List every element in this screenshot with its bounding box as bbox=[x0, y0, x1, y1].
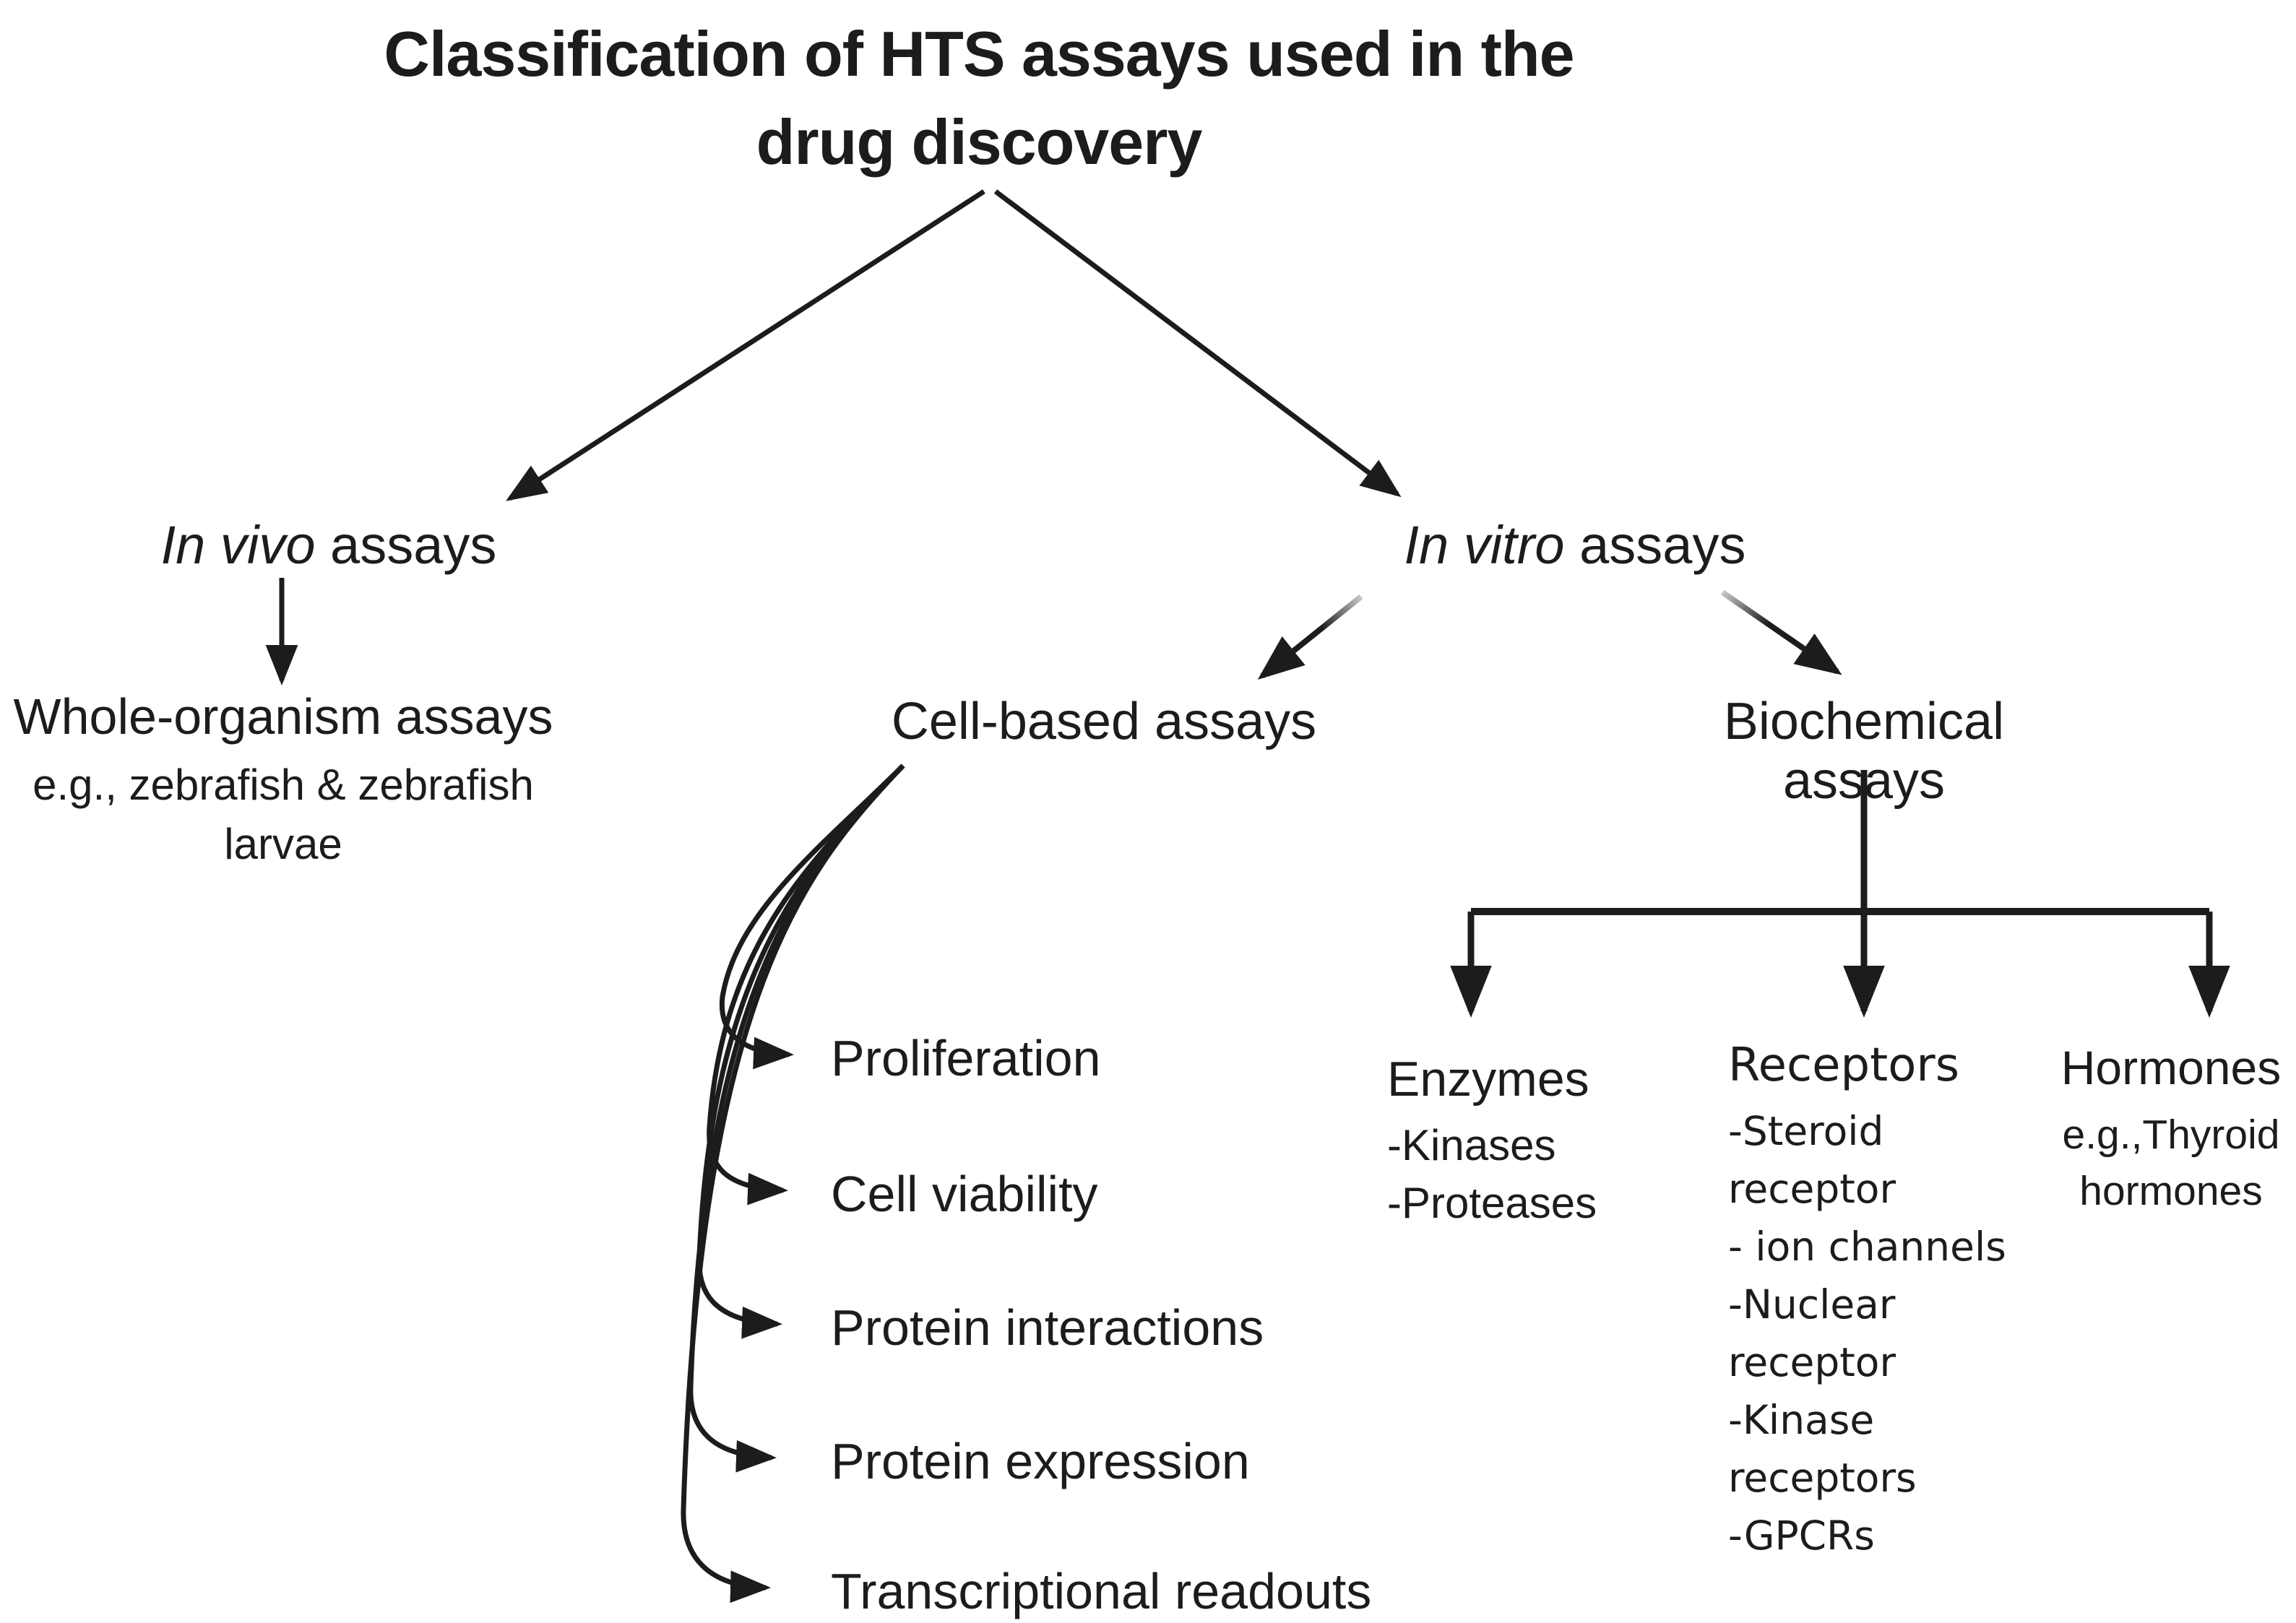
receptors-line-nuclear: -Nuclear bbox=[1728, 1281, 1896, 1328]
receptors-line-nuclear-receptor: receptor bbox=[1728, 1339, 1896, 1385]
receptors-line-kinase-receptors: receptors bbox=[1728, 1455, 1917, 1501]
cell-based-item-transcriptional-readouts: Transcriptional readouts bbox=[831, 1563, 1372, 1619]
node-in-vivo-assays: In vivo assays bbox=[112, 514, 545, 576]
cell-based-item-cell-viability: Cell viability bbox=[831, 1166, 1098, 1222]
arrow-invitro-to-biochemical bbox=[1720, 589, 1842, 675]
hormones-example-line1: e.g.,Thyroid bbox=[2062, 1112, 2280, 1158]
diagram-title: Classification of HTS assays used in the… bbox=[181, 10, 1777, 186]
receptors-line-kinase: -Kinase bbox=[1728, 1397, 1875, 1443]
whole-organism-example: e.g., zebrafish & zebrafish larvae bbox=[7, 756, 559, 874]
enzymes-item-kinases: -Kinases bbox=[1387, 1121, 1556, 1169]
diagram-title-line1: Classification of HTS assays used in the bbox=[384, 18, 1574, 90]
cell-based-item-proliferation: Proliferation bbox=[831, 1030, 1101, 1086]
in-vivo-italic-text: In vivo bbox=[160, 515, 316, 575]
arrow-invitro-to-cell-based bbox=[1257, 594, 1363, 680]
receptors-line-ion-channels: - ion channels bbox=[1728, 1224, 2006, 1270]
node-in-vitro-assays: In vitro assays bbox=[1358, 514, 1792, 576]
node-receptors: Receptors bbox=[1728, 1039, 1960, 1092]
node-hormones: Hormones bbox=[2060, 1041, 2282, 1094]
receptors-line-steroid-receptor: receptor bbox=[1728, 1166, 1896, 1212]
node-biochemical-assays: Biochemical assays bbox=[1723, 693, 2005, 810]
receptors-line-gpcrs: -GPCRs bbox=[1728, 1512, 1875, 1559]
enzymes-list: -Kinases -Proteases bbox=[1387, 1117, 1597, 1232]
arrow-title-to-in-vitro bbox=[993, 189, 1402, 498]
hormones-example: e.g.,Thyroid hormones bbox=[2037, 1107, 2296, 1219]
whole-organism-example-line1: e.g., zebrafish & zebrafish bbox=[33, 761, 534, 809]
receptors-line-steroid: -Steroid bbox=[1728, 1108, 1884, 1154]
diagram-title-line2: drug discovery bbox=[756, 106, 1203, 178]
enzymes-item-proteases: -Proteases bbox=[1387, 1179, 1597, 1227]
node-whole-organism-assays: Whole-organism assays bbox=[13, 688, 553, 745]
cell-based-item-protein-interactions: Protein interactions bbox=[831, 1299, 1264, 1356]
in-vitro-rest-text: assays bbox=[1564, 515, 1746, 575]
cell-based-item-protein-expression: Protein expression bbox=[831, 1433, 1250, 1489]
node-cell-based-assays: Cell-based assays bbox=[891, 693, 1317, 750]
node-enzymes: Enzymes bbox=[1387, 1052, 1589, 1107]
arrow-title-to-in-vivo bbox=[506, 189, 985, 501]
hormones-example-line2: hormones bbox=[2079, 1168, 2263, 1214]
receptors-list: -Steroid receptor - ion channels -Nuclea… bbox=[1728, 1102, 2006, 1564]
whole-organism-example-line2: larvae bbox=[224, 820, 342, 868]
arrow-cellbased-to-transcriptional-readouts bbox=[681, 763, 905, 1603]
in-vitro-italic-text: In vitro bbox=[1404, 515, 1565, 575]
in-vivo-rest-text: assays bbox=[315, 515, 497, 575]
arrow-cellbased-to-cell-viability bbox=[707, 763, 905, 1206]
